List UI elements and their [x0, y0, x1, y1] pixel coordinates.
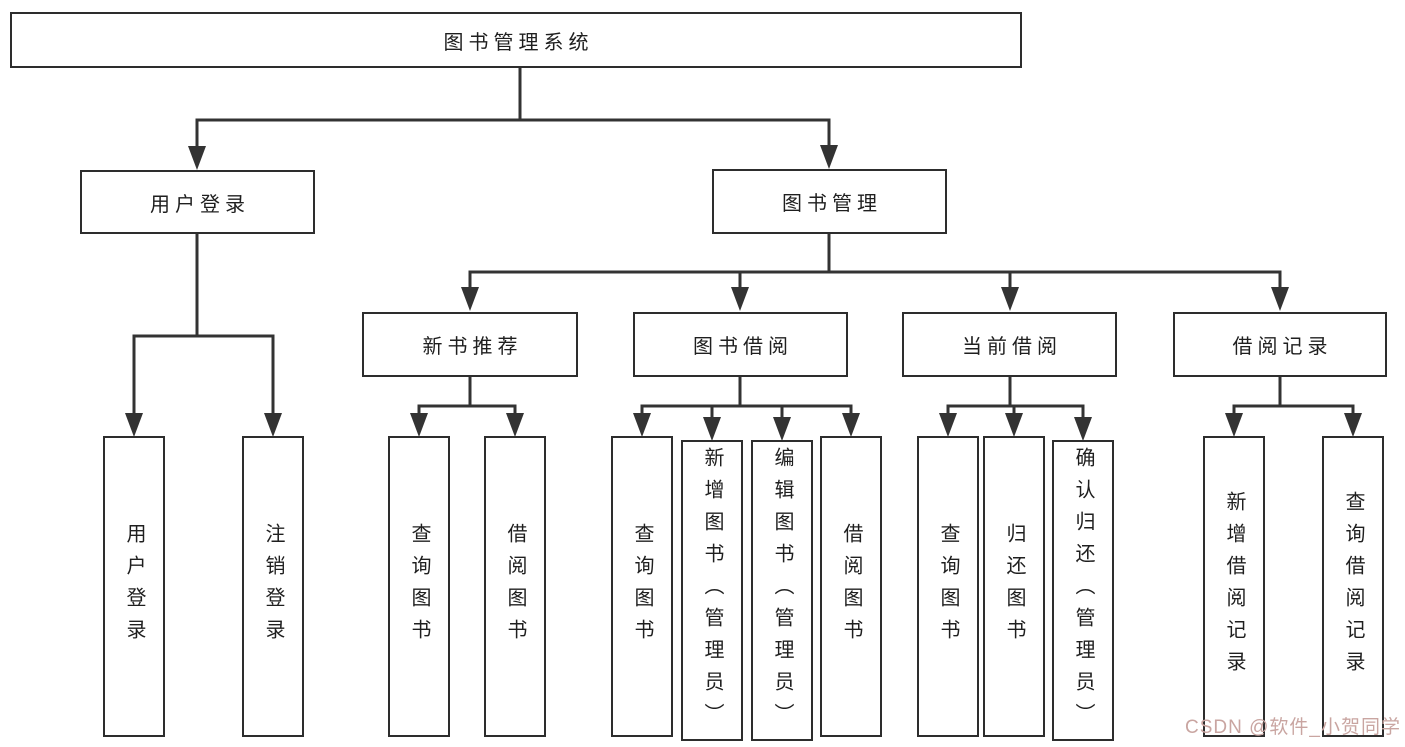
leaf-borrow-books-recommend: 借阅图书: [484, 436, 546, 737]
leaf-edit-books-admin: 编辑图书（管理员）: [751, 440, 813, 741]
leaf-query-borrow-record: 查询借阅记录: [1322, 436, 1384, 737]
leaf-query-books-current-label: 查询图书: [937, 522, 959, 651]
leaf-add-books-admin: 新增图书（管理员）: [681, 440, 743, 741]
arrow-down-icon: [410, 413, 428, 437]
leaf-confirm-return-admin: 确认归还（管理员）: [1052, 440, 1114, 741]
arrow-down-icon: [773, 417, 791, 441]
connector-user-login: [125, 234, 282, 437]
leaf-query-books-recommend-label: 查询图书: [408, 522, 430, 651]
arrow-down-icon: [842, 413, 860, 437]
arrow-down-icon: [461, 287, 479, 311]
arrow-down-icon: [939, 413, 957, 437]
node-library-system: 图书管理系统: [10, 12, 1022, 68]
connector-current-borrow: [939, 377, 1092, 441]
arrow-down-icon: [1271, 287, 1289, 311]
leaf-logout: 注销登录: [242, 436, 304, 737]
node-user-login-label: 用户登录: [150, 193, 250, 216]
connector-root: [188, 68, 838, 170]
connector-book-borrow: [633, 377, 860, 441]
leaf-query-books-borrowing-label: 查询图书: [631, 522, 653, 651]
arrow-down-icon: [1074, 417, 1092, 441]
leaf-logout-label: 注销登录: [262, 522, 284, 651]
node-library-system-label: 图书管理系统: [443, 31, 594, 54]
arrow-down-icon: [731, 287, 749, 311]
node-book-borrowing: 图书借阅: [633, 312, 848, 377]
node-borrowing-records-label: 借阅记录: [1232, 336, 1333, 358]
arrow-down-icon: [1225, 413, 1243, 437]
connector-new-book: [410, 377, 524, 437]
leaf-user-login-label: 用户登录: [123, 522, 145, 651]
arrow-down-icon: [188, 146, 206, 170]
watermark: CSDN @软件_小贺同学: [1185, 717, 1401, 738]
leaf-return-books-label: 归还图书: [1003, 522, 1025, 651]
leaf-query-books-borrowing: 查询图书: [611, 436, 673, 737]
node-borrowing-records: 借阅记录: [1173, 312, 1387, 377]
node-user-login: 用户登录: [80, 170, 315, 234]
leaf-borrow-books-borrowing: 借阅图书: [820, 436, 882, 737]
arrow-down-icon: [1005, 413, 1023, 437]
node-current-borrowing: 当前借阅: [902, 312, 1117, 377]
leaf-query-books-current: 查询图书: [917, 436, 979, 737]
leaf-add-borrow-record-label: 新增借阅记录: [1223, 490, 1245, 683]
arrow-down-icon: [703, 417, 721, 441]
node-current-borrowing-label: 当前借阅: [962, 336, 1062, 358]
connector-book-management: [461, 234, 1289, 311]
node-book-borrowing-label: 图书借阅: [693, 336, 793, 358]
arrow-down-icon: [125, 413, 143, 437]
arrow-down-icon: [1001, 287, 1019, 311]
leaf-borrow-books-borrowing-label: 借阅图书: [840, 522, 862, 651]
node-book-management-label: 图书管理: [782, 193, 882, 215]
leaf-borrow-books-recommend-label: 借阅图书: [504, 522, 526, 651]
arrow-down-icon: [820, 145, 838, 169]
connector-borrow-records: [1225, 377, 1362, 437]
node-new-book-recommend: 新书推荐: [362, 312, 578, 377]
leaf-user-login: 用户登录: [103, 436, 165, 737]
node-book-management: 图书管理: [712, 169, 947, 234]
arrow-down-icon: [633, 413, 651, 437]
leaf-add-borrow-record: 新增借阅记录: [1203, 436, 1265, 737]
arrow-down-icon: [506, 413, 524, 437]
leaf-confirm-return-admin-label: 确认归还（管理员）: [1072, 446, 1094, 735]
leaf-query-borrow-record-label: 查询借阅记录: [1342, 490, 1364, 683]
leaf-query-books-recommend: 查询图书: [388, 436, 450, 737]
arrow-down-icon: [264, 413, 282, 437]
node-new-book-recommend-label: 新书推荐: [422, 336, 523, 358]
leaf-add-books-admin-label: 新增图书（管理员）: [701, 446, 723, 735]
arrow-down-icon: [1344, 413, 1362, 437]
leaf-edit-books-admin-label: 编辑图书（管理员）: [771, 446, 793, 735]
leaf-return-books: 归还图书: [983, 436, 1045, 737]
